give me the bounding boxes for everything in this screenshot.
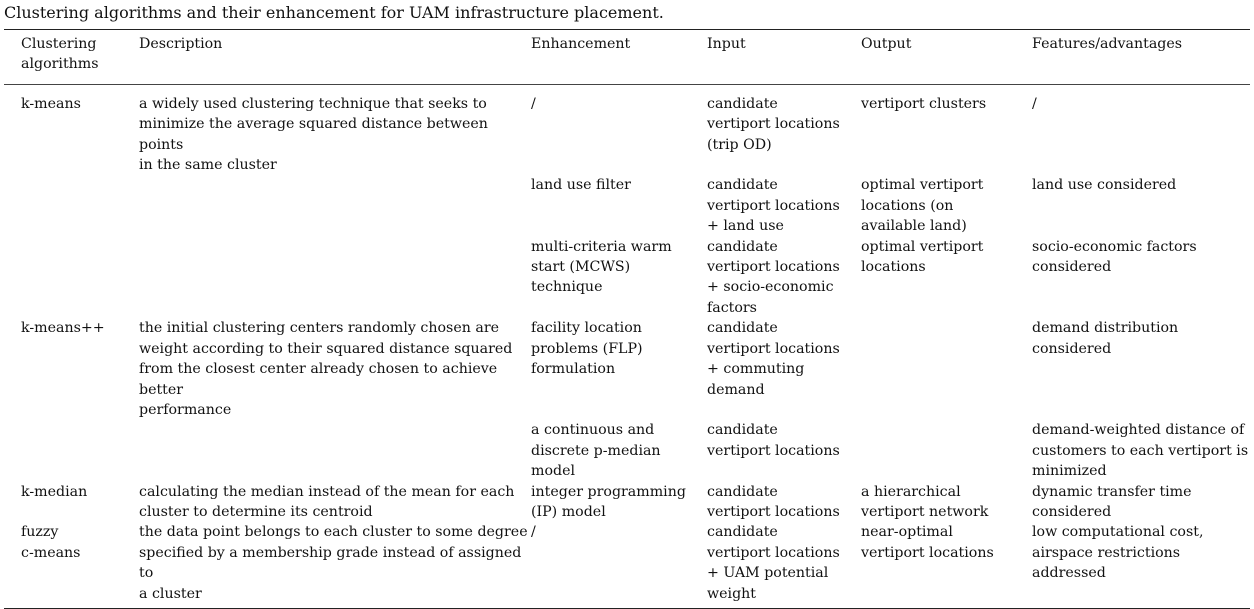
cell-features: / [1032,95,1037,112]
cell-features: socio-economic factors considered [1032,238,1197,276]
cell-description: the data point belongs to each cluster t… [139,524,528,602]
cell-output: vertiport clusters [861,95,987,112]
cell-output: a hierarchical vertiport network [861,483,989,520]
table-row: a continuous and discrete p-median model… [4,420,1250,481]
header-row: Clustering algorithms Description Enhanc… [4,29,1250,85]
cell-features: dynamic transfer time considered [1032,483,1192,520]
cell-enhancement: facility location problems (FLP) formula… [531,320,643,378]
table-row: multi-criteria warm start (MCWS) techniq… [4,237,1250,319]
cell-input: candidate vertiport locations + UAM pote… [707,524,840,602]
cell-enhancement: multi-criteria warm start (MCWS) techniq… [531,238,672,296]
table-caption: Clustering algorithms and their enhancem… [4,3,664,22]
header-description: Description [139,36,223,52]
cell-description: a widely used clustering technique that … [139,95,488,174]
cell-enhancement: land use filter [531,177,631,194]
clustering-table: Clustering algorithms Description Enhanc… [4,29,1250,609]
header-enhancement: Enhancement [531,36,631,52]
cell-features: demand-weighted distance of customers to… [1032,422,1249,480]
table-row: fuzzy c-means the data point belongs to … [4,522,1250,609]
cell-input: candidate vertiport locations + commutin… [707,320,840,398]
table-row: k-means++ the initial clustering centers… [4,318,1250,420]
header-input: Input [707,36,746,52]
cell-algorithm [4,420,139,481]
cell-algorithm: k-means++ [21,320,105,337]
table-row: land use filter candidate vertiport loca… [4,175,1250,236]
cell-algorithm [4,237,139,319]
header-features: Features/advantages [1032,36,1183,52]
cell-features: demand distribution considered [1032,320,1179,357]
cell-output: optimal vertiport locations (on availabl… [861,177,984,235]
cell-description [139,175,531,236]
table-header: Clustering algorithms Description Enhanc… [4,29,1250,85]
header-clustering-algorithms: Clustering algorithms [21,36,99,73]
header-output: Output [861,36,912,52]
cell-description: calculating the median instead of the me… [139,483,515,520]
cell-input: candidate vertiport locations (trip OD) [707,95,840,153]
page: Clustering algorithms and their enhancem… [4,3,1250,609]
cell-enhancement: integer programming (IP) model [531,483,686,520]
cell-description [139,420,531,481]
cell-algorithm: k-median [21,483,88,500]
cell-input: candidate vertiport locations [707,422,840,459]
table-row: k-means a widely used clustering techniq… [4,84,1250,175]
cell-output [861,318,1032,420]
cell-features: land use considered [1032,177,1177,194]
cell-output: optimal vertiport locations [861,238,984,276]
cell-enhancement: / [531,95,536,112]
table-body: k-means a widely used clustering techniq… [4,84,1250,609]
cell-description: the initial clustering centers randomly … [139,320,513,418]
cell-description [139,237,531,319]
cell-enhancement: a continuous and discrete p-median model [531,422,661,480]
cell-enhancement: / [531,524,536,541]
table-row: k-median calculating the median instead … [4,482,1250,523]
cell-output [861,420,1032,481]
cell-input: candidate vertiport locations + socio-ec… [707,238,840,316]
cell-input: candidate vertiport locations + land use [707,177,840,235]
cell-algorithm [4,175,139,236]
cell-features: low computational cost, airspace restric… [1032,524,1204,582]
cell-output: near-optimal vertiport locations [861,524,994,561]
cell-input: candidate vertiport locations [707,483,840,520]
cell-algorithm: k-means [21,95,81,112]
cell-algorithm: fuzzy c-means [21,524,81,561]
